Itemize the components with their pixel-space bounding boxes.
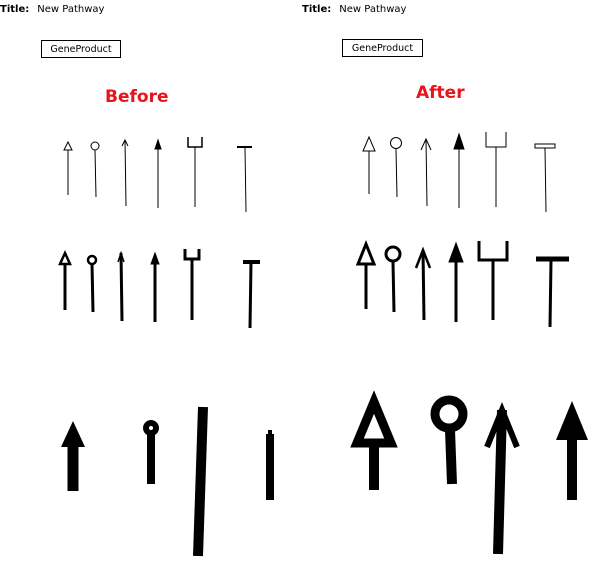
before-r1-t-bar[interactable] bbox=[237, 146, 252, 213]
right-gene-product-box[interactable]: GeneProduct bbox=[342, 39, 423, 57]
after-r1-circle-arrow[interactable] bbox=[390, 137, 402, 198]
right-title-row: Title: New Pathway bbox=[302, 4, 406, 15]
after-r2-circle-arrow[interactable] bbox=[384, 245, 402, 313]
after-row1 bbox=[362, 132, 556, 213]
before-r1-line-arrow[interactable] bbox=[121, 138, 129, 207]
after-r3-circle-arrow[interactable] bbox=[430, 395, 468, 485]
after-r2-open-triangle-arrow[interactable] bbox=[355, 239, 377, 309]
left-title-label: Title: bbox=[0, 4, 30, 15]
after-row3 bbox=[350, 390, 588, 555]
before-r2-open-triangle-arrow[interactable] bbox=[58, 249, 72, 310]
after-r1-open-triangle-arrow[interactable] bbox=[362, 135, 376, 194]
before-r2-t-bar[interactable] bbox=[243, 260, 260, 329]
before-r2-receptor-bracket[interactable] bbox=[183, 249, 201, 320]
before-r2-circle-arrow[interactable] bbox=[86, 254, 98, 313]
after-r1-line-arrow[interactable] bbox=[420, 137, 432, 207]
after-r1-receptor-bracket[interactable] bbox=[485, 132, 507, 207]
before-r2-line-arrow[interactable] bbox=[117, 250, 125, 322]
after-r1-solid-arrow[interactable] bbox=[453, 132, 465, 208]
before-r3-circle-arrow[interactable] bbox=[143, 420, 159, 484]
before-r1-receptor-bracket[interactable] bbox=[187, 137, 203, 207]
right-title-label: Title: bbox=[302, 4, 332, 15]
before-row1 bbox=[63, 137, 252, 213]
before-r1-open-triangle-arrow[interactable] bbox=[63, 140, 73, 195]
after-r3-solid-arrow[interactable] bbox=[556, 401, 588, 500]
after-r2-t-bar[interactable] bbox=[536, 256, 569, 328]
left-gene-product-box[interactable]: GeneProduct bbox=[41, 40, 121, 58]
before-r1-circle-arrow[interactable] bbox=[90, 141, 100, 198]
after-r1-t-bar[interactable] bbox=[534, 143, 556, 213]
before-r3-solid-arrow[interactable] bbox=[61, 421, 85, 491]
after-r2-receptor-bracket[interactable] bbox=[477, 241, 509, 320]
right-title-value: New Pathway bbox=[339, 4, 407, 15]
after-r2-solid-arrow[interactable] bbox=[448, 241, 464, 322]
after-r2-line-arrow[interactable] bbox=[414, 246, 432, 321]
after-row2 bbox=[355, 239, 569, 328]
before-heading: Before bbox=[105, 87, 169, 107]
before-row2 bbox=[58, 249, 260, 329]
left-title-row: Title: New Pathway bbox=[0, 4, 104, 15]
left-title-value: New Pathway bbox=[37, 4, 105, 15]
after-r3-line-arrow[interactable] bbox=[484, 402, 520, 555]
before-row3 bbox=[61, 406, 274, 557]
after-heading: After bbox=[416, 83, 465, 103]
after-r3-open-triangle-arrow[interactable] bbox=[350, 390, 398, 490]
before-r2-solid-arrow[interactable] bbox=[150, 251, 160, 322]
before-r3-line-arrow[interactable] bbox=[193, 406, 208, 557]
before-r1-solid-arrow[interactable] bbox=[154, 138, 162, 208]
